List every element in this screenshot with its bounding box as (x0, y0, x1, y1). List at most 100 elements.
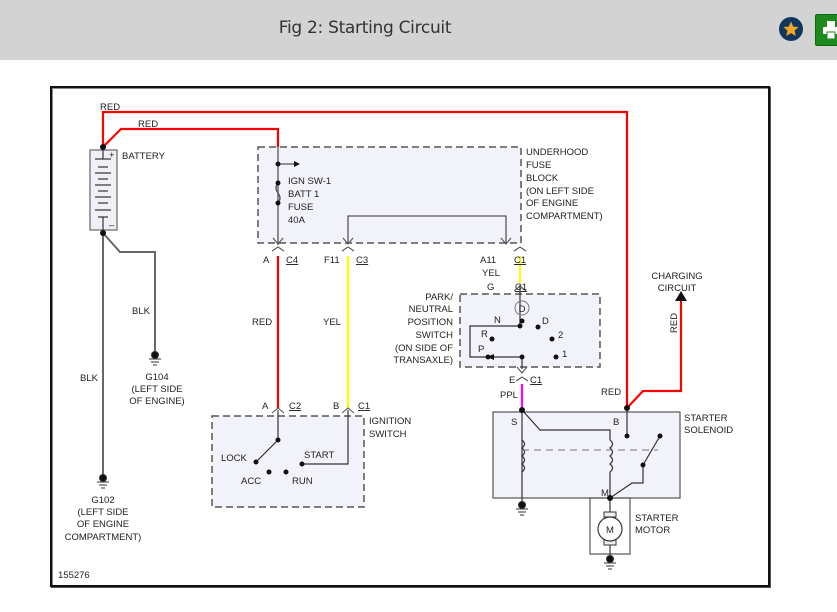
ground-icon (149, 351, 161, 366)
underhood-fuse-block-box (257, 146, 522, 244)
solenoid-terminal-s: S (511, 417, 517, 428)
wire-blk-g104 (102, 232, 156, 352)
svg-text:IGN SW-1: IGN SW-1 (288, 176, 331, 187)
connector-g-c1-pin: G (487, 282, 494, 293)
svg-text:COMPARTMENT): COMPARTMENT) (526, 211, 603, 222)
ign-position-lock: LOCK (221, 453, 248, 464)
svg-text:STARTER: STARTER (635, 513, 679, 524)
solenoid-nodes (100, 144, 663, 501)
favorite-button[interactable] (779, 17, 803, 41)
pn-switch-label: PARK/ NEUTRAL POSITION SWITCH (ON SIDE O… (393, 292, 453, 366)
print-button[interactable] (815, 14, 837, 46)
wire-yel-a11-label: YEL (482, 268, 500, 279)
svg-text:OF ENGINE): OF ENGINE) (129, 396, 184, 407)
pn-position-2: 2 (558, 330, 563, 341)
wire-red-charging (626, 300, 683, 409)
connector-a-c4-pin: A (263, 255, 270, 266)
wire-blk-g104-label: BLK (132, 306, 151, 317)
wire-red-battery-to-fuse (102, 127, 280, 148)
svg-text:OF ENGINE: OF ENGINE (77, 519, 129, 530)
svg-text:(ON SIDE OF: (ON SIDE OF (395, 343, 453, 354)
svg-text:SOLENOID: SOLENOID (684, 425, 733, 436)
connector-a-c2-id: C2 (289, 401, 301, 412)
charging-circuit-label: CHARGING CIRCUIT (651, 271, 702, 294)
pn-position-p: P (478, 344, 484, 355)
connector-a-c2-pin: A (262, 401, 269, 412)
fuse-label: IGN SW-1 BATT 1 FUSE 40A (288, 176, 331, 226)
ign-position-run: RUN (292, 476, 313, 487)
red-wires (101, 110, 683, 409)
connector-f11-c3-id: C3 (356, 255, 368, 266)
wire-red-solenoid-label: RED (601, 387, 621, 398)
svg-text:BLOCK: BLOCK (526, 173, 559, 184)
connector-f11-c3-pin: F11 (324, 255, 340, 266)
battery-label: BATTERY (122, 151, 166, 162)
ground-g104-label: G104 (LEFT SIDE OF ENGINE) (129, 372, 184, 407)
park-neutral-switch-box (459, 293, 601, 368)
connector-b-c1-id: C1 (358, 401, 370, 412)
pn-circled-d-label: D (519, 304, 526, 315)
ground-g102-label: G102 (LEFT SIDE OF ENGINE COMPARTMENT) (65, 495, 142, 543)
wire-ppl-label: PPL (500, 390, 518, 401)
wire-yel-f11-label: YEL (323, 317, 341, 328)
connector-e-c1-id: C1 (530, 375, 542, 386)
starter-solenoid-label: STARTER SOLENOID (684, 413, 733, 436)
connector-a11-c1-pin: A11 (480, 255, 496, 266)
battery-plus-label: + (109, 150, 115, 161)
svg-text:G102: G102 (91, 495, 114, 506)
svg-text:(LEFT SIDE: (LEFT SIDE (77, 507, 128, 518)
svg-text:POSITION: POSITION (408, 317, 454, 328)
connector-e-c1-pin: E (509, 375, 515, 386)
connector-b-c1-pin: B (333, 401, 339, 412)
ignition-switch-box (211, 415, 365, 508)
svg-text:OF ENGINE: OF ENGINE (526, 198, 578, 209)
fuse-output-arrow-icon (294, 161, 300, 167)
battery-minus-label: – (109, 220, 115, 231)
svg-text:PARK/: PARK/ (425, 292, 453, 303)
fuse-block-label: UNDERHOOD FUSE BLOCK (ON LEFT SIDE OF EN… (526, 147, 603, 222)
wire-red-top-label: RED (100, 102, 120, 113)
svg-text:FUSE: FUSE (526, 160, 551, 171)
wire-red-a-c4-label: RED (252, 317, 272, 328)
ignition-switch-contacts (253, 437, 305, 475)
header-bar: Fig 2: Starting Circuit (0, 0, 837, 60)
pn-position-d: D (542, 316, 549, 327)
ground-icon (604, 555, 616, 570)
svg-text:MOTOR: MOTOR (635, 525, 670, 536)
svg-text:FUSE: FUSE (288, 202, 313, 213)
charging-arrow-icon (675, 291, 687, 301)
fuse-nodes (275, 161, 281, 206)
pn-switch-contacts (485, 318, 559, 360)
starter-motor-icon (597, 516, 623, 542)
svg-text:COMPARTMENT): COMPARTMENT) (65, 532, 142, 543)
printer-icon (823, 21, 837, 40)
svg-text:(ON LEFT SIDE: (ON LEFT SIDE (526, 186, 594, 197)
svg-text:G104: G104 (145, 372, 168, 383)
figure-id: 155276 (58, 570, 90, 581)
svg-text:STARTER: STARTER (684, 413, 728, 424)
svg-text:BATT 1: BATT 1 (288, 189, 319, 200)
ignition-switch-label: IGNITION SWITCH (369, 416, 411, 440)
star-icon (783, 21, 799, 36)
solenoid-terminal-b: B (613, 417, 619, 428)
pn-position-r: R (481, 329, 488, 340)
wire-red-charging-label: RED (669, 313, 680, 333)
ign-position-start: START (304, 450, 334, 461)
svg-text:SWITCH: SWITCH (369, 429, 407, 440)
wire-red-fuse-label: RED (138, 119, 158, 130)
svg-text:NEUTRAL: NEUTRAL (409, 304, 453, 315)
svg-text:CHARGING: CHARGING (651, 271, 702, 282)
starter-solenoid-box (492, 411, 681, 499)
connector-g-c1-id: C1 (515, 282, 527, 293)
yellow-wires (346, 256, 522, 408)
connector-symbols (271, 237, 529, 414)
starter-motor-symbol: M (606, 525, 614, 536)
solenoid-terminal-m: M (601, 488, 609, 499)
motor-brush-top (603, 511, 617, 518)
ground-icon (516, 501, 528, 516)
pn-drive-indicator-icon (514, 300, 530, 316)
connector-a-c4-id: C4 (286, 255, 298, 266)
ground-icon (97, 474, 109, 489)
wire-blk-g102-label: BLK (80, 373, 99, 384)
